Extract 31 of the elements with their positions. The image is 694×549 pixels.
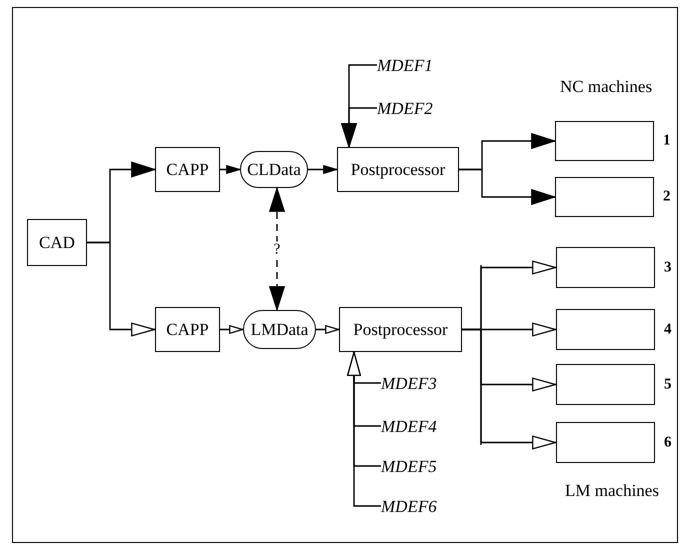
arrow <box>220 325 244 334</box>
group-label: NC machines <box>560 78 652 95</box>
machine-number: 5 <box>664 377 672 392</box>
process-box: CAPP <box>155 307 220 352</box>
input-label: MDEF5 <box>381 455 445 477</box>
arrow <box>87 242 156 336</box>
group-label: LM machines <box>565 482 659 499</box>
data-terminal: CLData <box>240 151 308 188</box>
machine-number: 2 <box>663 190 670 204</box>
machine-number: 6 <box>664 435 672 450</box>
data-terminal: LMData <box>243 310 316 349</box>
input-label: MDEF3 <box>381 372 445 394</box>
arrow <box>347 352 381 507</box>
dashed-arrow <box>269 188 285 310</box>
input-label: MDEF4 <box>381 415 445 437</box>
input-label: MDEF1 <box>377 54 441 76</box>
machine-number: 4 <box>664 322 672 337</box>
arrow <box>341 107 377 148</box>
process-box: CAD <box>27 219 87 266</box>
process-box: Postprocessor <box>337 147 459 192</box>
arrow <box>462 328 556 450</box>
arrow <box>308 165 338 174</box>
arrow <box>459 168 556 205</box>
input-label: MDEF2 <box>377 97 441 119</box>
input-label: MDEF6 <box>381 495 445 517</box>
machine-number: 1 <box>663 134 670 148</box>
process-box: Postprocessor <box>339 307 462 352</box>
process-box: CAPP <box>155 147 220 192</box>
arrow <box>316 325 340 334</box>
arrow <box>220 165 240 174</box>
machine-number: 3 <box>664 260 672 275</box>
